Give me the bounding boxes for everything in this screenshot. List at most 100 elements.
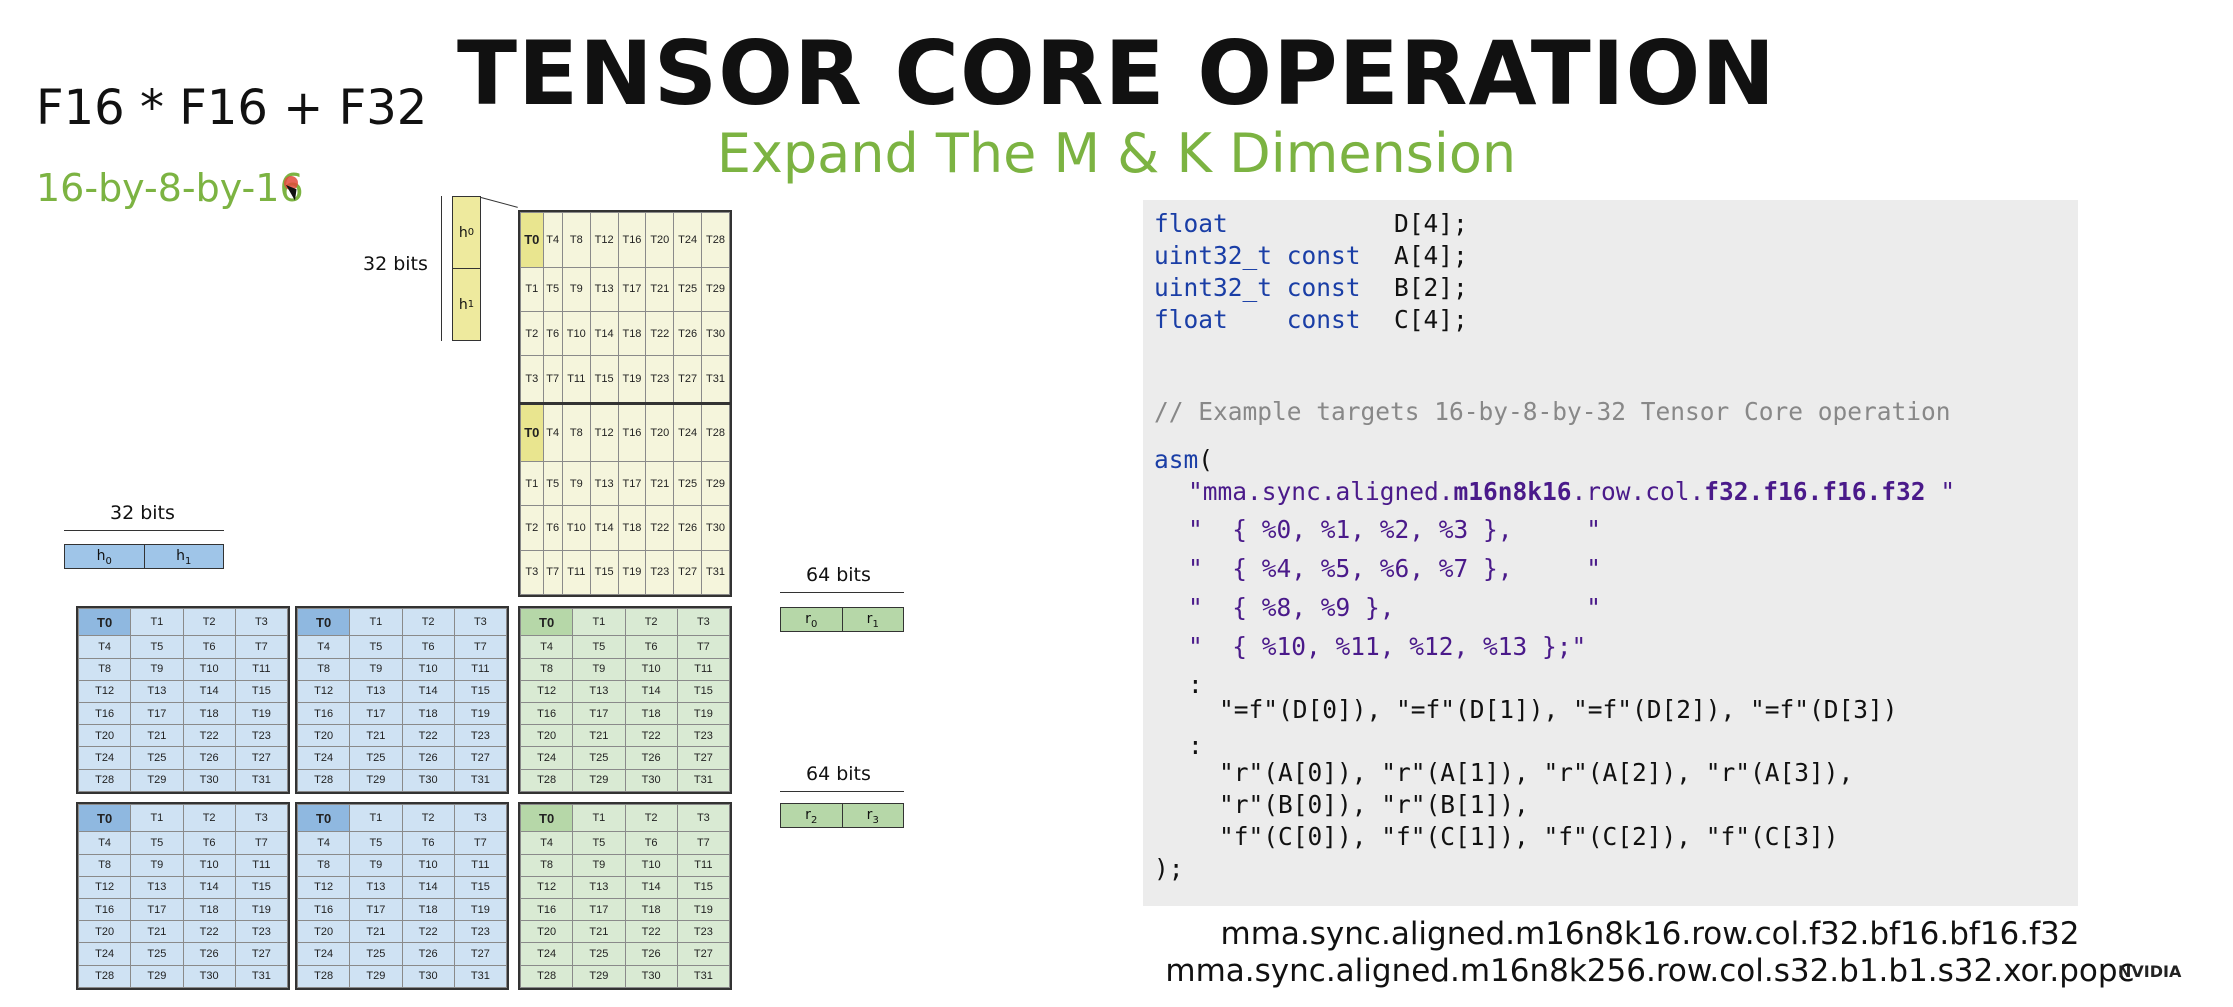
thread-cell: T29 bbox=[572, 964, 626, 989]
thread-cell: T4 bbox=[296, 635, 351, 659]
thread-cell: T2 bbox=[624, 607, 678, 637]
instruction-shape: m16n8k16 bbox=[1453, 477, 1572, 506]
thread-cell: T18 bbox=[182, 898, 236, 922]
thread-cell: T6 bbox=[401, 635, 455, 659]
variable-name: C[4]; bbox=[1394, 305, 1468, 334]
thread-cell: T19 bbox=[453, 898, 508, 922]
thread-cell: T11 bbox=[676, 853, 731, 877]
thread-cell: T18 bbox=[617, 310, 647, 357]
b-register-bits-label: 32 bits bbox=[363, 253, 428, 275]
thread-cell: T13 bbox=[349, 679, 403, 704]
thread-cell: T17 bbox=[617, 266, 647, 312]
operand-line: " { %8, %9 }, " bbox=[1188, 593, 1602, 622]
thread-cell: T5 bbox=[572, 831, 626, 855]
thread-cell: T5 bbox=[542, 460, 563, 507]
thread-cell: T27 bbox=[234, 942, 289, 966]
input-constraints-b: "r"(B[0]), "r"(B[1]), bbox=[1219, 790, 1529, 819]
thread-cell: T2 bbox=[401, 607, 455, 637]
thread-cell: T2 bbox=[182, 803, 236, 833]
thread-cell: T25 bbox=[673, 266, 703, 312]
thread-cell: T7 bbox=[234, 831, 289, 855]
operand-line: " { %10, %11, %12, %13 };" bbox=[1188, 632, 1587, 661]
thread-cell: T9 bbox=[561, 460, 591, 507]
thread-cell: T13 bbox=[589, 460, 619, 507]
thread-cell: T9 bbox=[572, 853, 626, 877]
thread-cell: T18 bbox=[182, 702, 236, 726]
variable-name: D[4]; bbox=[1394, 209, 1468, 238]
thread-cell: T8 bbox=[561, 401, 591, 462]
output-separator: : bbox=[1188, 670, 1203, 699]
thread-cell: T4 bbox=[77, 831, 132, 855]
thread-cell: T11 bbox=[561, 355, 591, 404]
input-constraints-c: "f"(C[0]), "f"(C[1]), "f"(C[2]), "f"(C[3… bbox=[1219, 822, 1839, 851]
thread-cell: T15 bbox=[234, 875, 289, 900]
thread-cell: T26 bbox=[182, 942, 236, 966]
thread-cell: T4 bbox=[77, 635, 132, 659]
thread-cell: T6 bbox=[182, 635, 236, 659]
thread-cell: T30 bbox=[182, 768, 236, 793]
laser-pointer-icon bbox=[284, 176, 298, 190]
asm-keyword-line: asm( bbox=[1154, 444, 1213, 476]
page-subtitle: Expand The M & K Dimension bbox=[716, 122, 1517, 185]
thread-cell: T12 bbox=[519, 679, 574, 704]
thread-cell: T28 bbox=[77, 964, 132, 989]
thread-cell: T22 bbox=[645, 310, 675, 357]
thread-cell: T27 bbox=[453, 746, 508, 770]
type-keyword: uint32_t const bbox=[1154, 273, 1361, 302]
thread-cell: T24 bbox=[296, 942, 351, 966]
thread-cell: T31 bbox=[676, 768, 731, 793]
thread-cell: T15 bbox=[453, 875, 508, 900]
a-register: h0 h1 bbox=[64, 544, 224, 569]
thread-cell: T29 bbox=[701, 460, 730, 507]
thread-cell: T6 bbox=[542, 505, 563, 551]
code-comment: // Example targets 16-by-8-by-32 Tensor … bbox=[1154, 397, 1951, 426]
thread-cell: T25 bbox=[349, 746, 403, 770]
thread-cell: T12 bbox=[77, 875, 132, 900]
thread-cell: T1 bbox=[349, 803, 403, 833]
a-register-cell: h1 bbox=[176, 548, 192, 567]
instruction-types: f32.f16.f16.f32 bbox=[1704, 477, 1926, 506]
thread-cell: T29 bbox=[130, 768, 184, 793]
thread-cell: T29 bbox=[130, 964, 184, 989]
thread-cell: T10 bbox=[561, 310, 591, 357]
binary-instruction: mma.sync.aligned.m16n8k256.row.col.s32.b… bbox=[1165, 953, 2135, 989]
thread-cell: T12 bbox=[519, 875, 574, 900]
thread-cell: T3 bbox=[676, 607, 731, 637]
thread-cell: T13 bbox=[130, 679, 184, 704]
thread-cell: T6 bbox=[542, 310, 563, 357]
thread-cell: T15 bbox=[676, 679, 731, 704]
thread-cell: T15 bbox=[676, 875, 731, 900]
thread-cell: T3 bbox=[453, 607, 508, 637]
instruction-layout: .row.col. bbox=[1571, 477, 1705, 506]
instruction-prefix: "mma.sync.aligned. bbox=[1188, 477, 1454, 506]
thread-cell: T6 bbox=[401, 831, 455, 855]
c-register-top: r0 r1 bbox=[780, 607, 904, 632]
type-keyword: uint32_t const bbox=[1154, 241, 1361, 270]
thread-cell: T9 bbox=[349, 657, 403, 681]
thread-cell: T30 bbox=[701, 310, 730, 357]
thread-cell: T6 bbox=[624, 635, 678, 659]
c-register-cell: r1 bbox=[866, 611, 879, 630]
thread-cell: T5 bbox=[572, 635, 626, 659]
thread-cell: T23 bbox=[676, 724, 731, 748]
c-register-cell: r3 bbox=[866, 807, 879, 826]
thread-cell: T15 bbox=[589, 355, 619, 404]
thread-cell: T13 bbox=[349, 875, 403, 900]
thread-cell: T4 bbox=[296, 831, 351, 855]
c-register-cell: r2 bbox=[781, 804, 843, 827]
thread-cell: T27 bbox=[234, 746, 289, 770]
thread-cell: T1 bbox=[520, 460, 544, 507]
thread-cell: T22 bbox=[401, 724, 455, 748]
thread-cell: T21 bbox=[130, 920, 184, 944]
thread-cell: T2 bbox=[182, 607, 236, 637]
thread-cell: T11 bbox=[561, 549, 591, 596]
thread-cell: T1 bbox=[349, 607, 403, 637]
thread-cell: T22 bbox=[182, 920, 236, 944]
thread-cell: T8 bbox=[561, 212, 591, 268]
thread-cell: T24 bbox=[296, 746, 351, 770]
